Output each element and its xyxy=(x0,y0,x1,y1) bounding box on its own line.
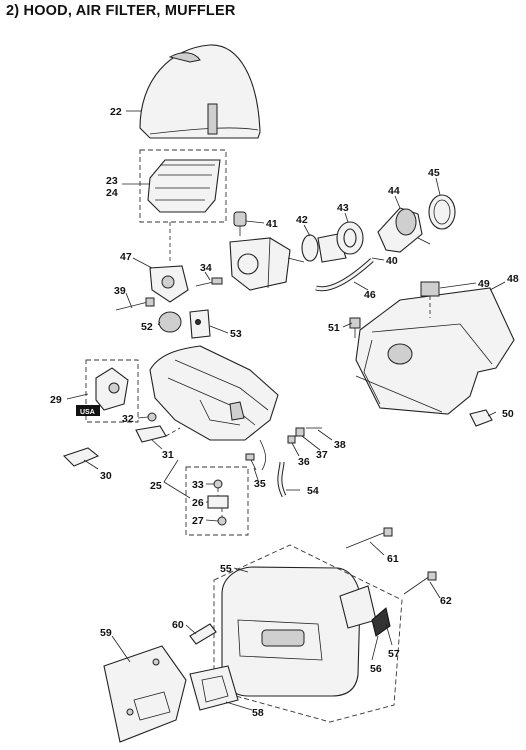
screw-part xyxy=(233,211,247,236)
callout-46: 46 xyxy=(364,289,376,301)
callout-56: 56 xyxy=(370,663,382,675)
page-title: 2) HOOD, AIR FILTER, MUFFLER xyxy=(6,3,236,19)
nut-part xyxy=(147,412,157,422)
filter-housing-part xyxy=(355,287,515,415)
intake-parts xyxy=(301,194,456,263)
muffler-gasket-part xyxy=(189,665,239,711)
callout-38: 38 xyxy=(334,439,346,451)
callout-61: 61 xyxy=(387,553,399,565)
callout-25: 25 xyxy=(150,480,162,492)
gasket-part xyxy=(420,281,440,297)
spacer-part xyxy=(189,623,217,645)
carburetor-part xyxy=(229,237,305,291)
valve-parts xyxy=(207,479,229,526)
callout-43: 43 xyxy=(337,202,349,214)
callout-42: 42 xyxy=(296,214,308,226)
usa-badge-text: USA xyxy=(80,409,95,416)
callout-55: 55 xyxy=(220,563,232,575)
screw-part xyxy=(349,317,361,338)
callout-40: 40 xyxy=(386,255,398,267)
callout-39: 39 xyxy=(114,285,126,297)
callout-53: 53 xyxy=(230,328,242,340)
callout-34: 34 xyxy=(200,262,212,274)
primer-box xyxy=(85,359,139,423)
callout-30: 30 xyxy=(100,470,112,482)
mount-parts xyxy=(158,309,211,339)
callout-26: 26 xyxy=(192,497,204,509)
valve-assembly-box xyxy=(185,466,249,536)
bolt-part xyxy=(115,297,155,311)
bracket-part xyxy=(149,265,189,303)
callout-32: 32 xyxy=(122,413,134,425)
callout-57: 57 xyxy=(388,648,400,660)
callout-37: 37 xyxy=(316,449,328,461)
callout-59: 59 xyxy=(100,627,112,639)
callout-23: 23 xyxy=(106,175,118,187)
clip-part xyxy=(469,409,493,427)
callout-41: 41 xyxy=(266,218,278,230)
callout-44: 44 xyxy=(388,185,400,197)
leader-lines xyxy=(66,110,506,711)
callout-33: 33 xyxy=(192,479,204,491)
filter-assembly-box xyxy=(139,149,227,223)
base-part xyxy=(149,345,279,471)
callout-35: 35 xyxy=(254,478,266,490)
air-filter-part xyxy=(147,159,221,213)
fuel-hose-part xyxy=(315,258,374,292)
callout-29: 29 xyxy=(50,394,62,406)
callout-62: 62 xyxy=(440,595,452,607)
callout-52: 52 xyxy=(141,321,153,333)
callout-27: 27 xyxy=(192,515,204,527)
callout-51: 51 xyxy=(328,322,340,334)
muffler-part xyxy=(221,566,391,697)
callout-36: 36 xyxy=(298,456,310,468)
small-parts xyxy=(245,427,322,471)
callout-45: 45 xyxy=(428,167,440,179)
callout-47: 47 xyxy=(120,251,132,263)
callout-50: 50 xyxy=(502,408,514,420)
callout-31: 31 xyxy=(162,449,174,461)
callout-48: 48 xyxy=(507,273,519,285)
callout-54: 54 xyxy=(307,485,319,497)
callout-49: 49 xyxy=(478,278,490,290)
callout-58: 58 xyxy=(252,707,264,719)
hood-part xyxy=(139,44,261,139)
callout-24: 24 xyxy=(106,187,118,199)
cover-part xyxy=(62,447,100,467)
callout-60: 60 xyxy=(172,619,184,631)
bolt-parts xyxy=(345,527,437,595)
usa-badge: USA xyxy=(76,405,100,416)
primer-part xyxy=(95,367,129,411)
heat-shield-part xyxy=(103,645,187,743)
plate-part xyxy=(135,425,167,443)
callout-22: 22 xyxy=(110,106,122,118)
